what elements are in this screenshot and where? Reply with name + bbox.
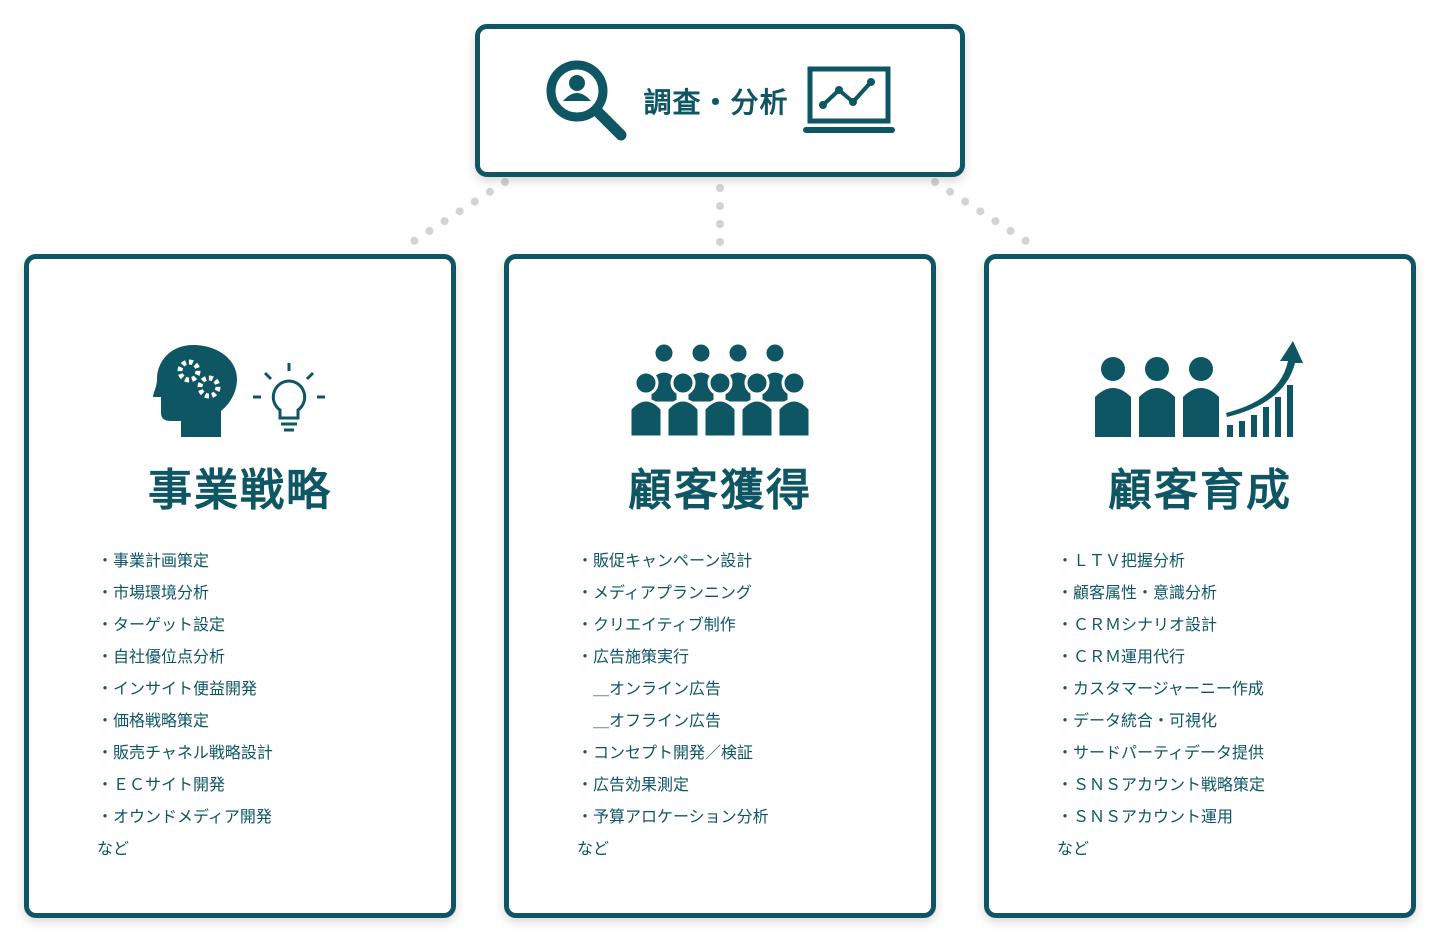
list-item: ・販促キャンペーン設計 bbox=[577, 551, 753, 570]
list-item: ・広告効果測定 bbox=[577, 775, 690, 794]
list-item: ・ＬＴＶ把握分析 bbox=[1057, 551, 1186, 570]
magnifier-person-icon bbox=[546, 60, 627, 140]
list-item: ・ターゲット設定 bbox=[97, 615, 226, 634]
people-growth-icon bbox=[1095, 341, 1303, 437]
lightbulb-icon bbox=[253, 363, 325, 432]
list-item: ・ＥＣサイト開発 bbox=[97, 775, 226, 794]
service-list: ・販促キャンペーン設計・メディアプランニング・クリエイティブ制作・広告施策実行 … bbox=[577, 545, 769, 865]
list-item: ＿オフライン広告 bbox=[577, 711, 722, 730]
connector-lines bbox=[396, 178, 1044, 254]
list-item: ・顧客属性・意識分析 bbox=[1057, 583, 1218, 602]
list-item: ・データ統合・可視化 bbox=[1057, 711, 1218, 730]
list-item: ・ＣＲＭシナリオ設計 bbox=[1057, 615, 1218, 634]
head-gears-icon bbox=[153, 345, 237, 437]
card-customer-acquisition: 顧客獲得 ・販促キャンペーン設計・メディアプランニング・クリエイティブ制作・広告… bbox=[504, 254, 936, 918]
service-list: ・事業計画策定・市場環境分析・ターゲット設定・自社優位点分析・インサイト便益開発… bbox=[97, 545, 273, 865]
card-title: 顧客育成 bbox=[1108, 465, 1292, 516]
list-item: ・メディアプランニング bbox=[577, 583, 752, 602]
card-title: 事業戦略 bbox=[148, 465, 332, 516]
top-title: 調査・分析 bbox=[643, 85, 789, 119]
list-item: ＿オンライン広告 bbox=[577, 679, 722, 698]
card-customer-development: 顧客育成 ・ＬＴＶ把握分析・顧客属性・意識分析・ＣＲＭシナリオ設計・ＣＲＭ運用代… bbox=[984, 254, 1416, 918]
card-title: 顧客獲得 bbox=[628, 465, 812, 516]
list-item: ・インサイト便益開発 bbox=[97, 679, 258, 698]
list-item: ・ＳＮＳアカウント戦略策定 bbox=[1057, 775, 1266, 794]
list-item: ・広告施策実行 bbox=[577, 647, 690, 666]
list-item: ・カスタマージャーニー作成 bbox=[1057, 679, 1264, 698]
list-item: ・コンセプト開発／検証 bbox=[577, 743, 754, 762]
list-item: ・サードパーティデータ提供 bbox=[1057, 743, 1265, 762]
research-analysis-box: 調査・分析 bbox=[475, 24, 965, 177]
card-business-strategy: 事業戦略 ・事業計画策定・市場環境分析・ターゲット設定・自社優位点分析・インサイ… bbox=[24, 254, 456, 918]
list-item: ・市場環境分析 bbox=[97, 583, 210, 602]
list-item: ・ＣＲＭ運用代行 bbox=[1057, 647, 1186, 666]
laptop-chart-icon bbox=[802, 66, 895, 133]
etc-label: など bbox=[97, 839, 130, 858]
etc-label: など bbox=[1057, 839, 1090, 858]
list-item: ・自社優位点分析 bbox=[97, 647, 226, 666]
list-item: ・クリエイティブ制作 bbox=[577, 615, 736, 634]
list-item: ・事業計画策定 bbox=[97, 551, 210, 570]
crowd-icon bbox=[630, 343, 810, 437]
list-item: ・オウンドメディア開発 bbox=[97, 807, 272, 826]
service-list: ・ＬＴＶ把握分析・顧客属性・意識分析・ＣＲＭシナリオ設計・ＣＲＭ運用代行・カスタ… bbox=[1057, 545, 1265, 865]
list-item: ・販売チャネル戦略設計 bbox=[97, 743, 273, 762]
list-item: ・価格戦略策定 bbox=[97, 711, 210, 730]
list-item: ・予算アロケーション分析 bbox=[577, 807, 769, 826]
list-item: ・ＳＮＳアカウント運用 bbox=[1057, 807, 1234, 826]
etc-label: など bbox=[577, 839, 610, 858]
